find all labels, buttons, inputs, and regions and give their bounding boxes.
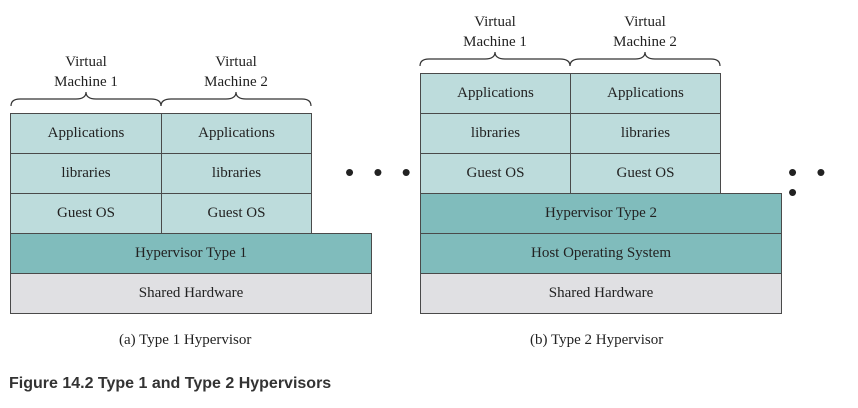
type2-vm1-libraries: libraries (420, 113, 571, 154)
type2-vm2-applications: Applications (570, 73, 721, 114)
type2-vm1-label: Virtual Machine 1 (445, 12, 545, 52)
type2-vm2-label: Virtual Machine 2 (595, 12, 695, 52)
type1-vm1-guest-os: Guest OS (10, 193, 162, 234)
type2-vm1-applications: Applications (420, 73, 571, 114)
brace-type2-vm1 (419, 51, 571, 67)
brace-type2-vm2 (569, 51, 721, 67)
type1-ellipsis: • • • (345, 157, 417, 187)
type1-shared-hardware-layer: Shared Hardware (10, 273, 372, 314)
type1-vm2-label: Virtual Machine 2 (186, 52, 286, 92)
type1-vm2-label-line1: Virtual (215, 54, 257, 70)
type2-caption: (b) Type 2 Hypervisor (530, 332, 664, 348)
type2-shared-hardware-layer: Shared Hardware (420, 273, 782, 314)
type2-vm2-label-line1: Virtual (624, 14, 666, 30)
type2-host-os-layer: Host Operating System (420, 233, 782, 274)
type2-vm2-libraries: libraries (570, 113, 721, 154)
type1-vm2-guest-os: Guest OS (161, 193, 312, 234)
figure-title: Figure 14.2 Type 1 and Type 2 Hypervisor… (9, 375, 332, 392)
type1-vm2-label-line2: Machine 2 (204, 74, 268, 90)
type2-vm1-label-line2: Machine 1 (463, 34, 527, 50)
type2-vm1-guest-os: Guest OS (420, 153, 571, 194)
type2-vm2-label-line2: Machine 2 (613, 34, 677, 50)
type1-hypervisor-layer: Hypervisor Type 1 (10, 233, 372, 274)
brace-type1-vm2 (160, 91, 312, 107)
type1-vm2-libraries: libraries (161, 153, 312, 194)
brace-type1-vm1 (10, 91, 162, 107)
type1-vm1-applications: Applications (10, 113, 162, 154)
type1-caption: (a) Type 1 Hypervisor (119, 332, 252, 348)
type2-hypervisor-layer: Hypervisor Type 2 (420, 193, 782, 234)
type2-vm2-guest-os: Guest OS (570, 153, 721, 194)
type1-vm2-applications: Applications (161, 113, 312, 154)
type1-vm1-label: Virtual Machine 1 (36, 52, 136, 92)
type1-vm1-libraries: libraries (10, 153, 162, 194)
type1-vm1-label-line1: Virtual (65, 54, 107, 70)
type2-ellipsis: • • • (788, 157, 832, 207)
type1-vm1-label-line2: Machine 1 (54, 74, 118, 90)
type2-vm1-label-line1: Virtual (474, 14, 516, 30)
